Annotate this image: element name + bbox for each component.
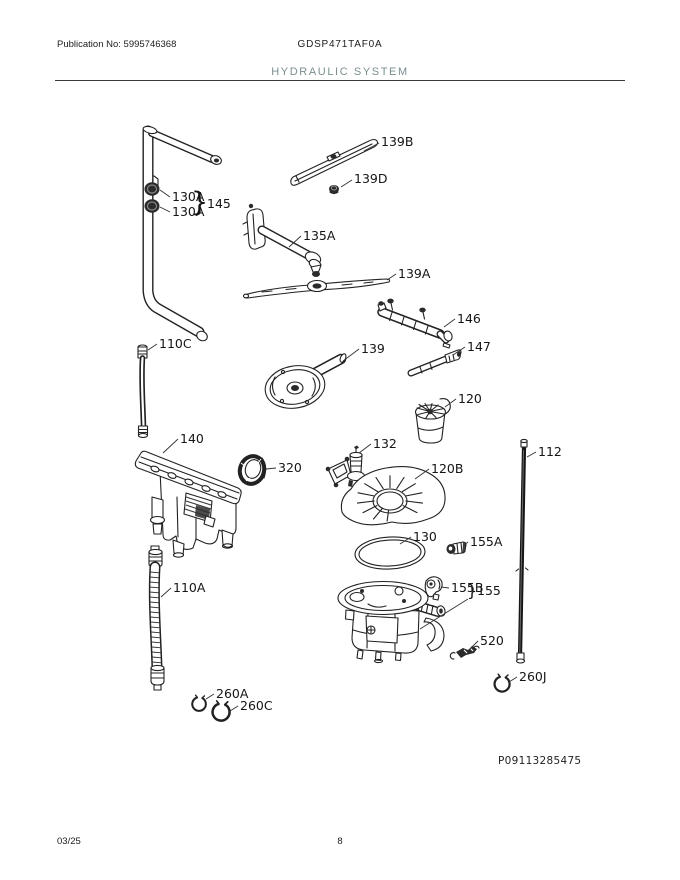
label-155: 155 bbox=[477, 583, 501, 598]
label-139: 139 bbox=[361, 341, 385, 356]
leader-110c bbox=[147, 343, 158, 351]
brace-145: } bbox=[191, 187, 208, 218]
leader-155a bbox=[462, 541, 469, 547]
label-140: 140 bbox=[180, 431, 204, 446]
footer-date: 03/25 bbox=[57, 836, 81, 847]
label-139d: 139D bbox=[354, 171, 387, 186]
label-145: 145 bbox=[207, 196, 231, 211]
section-title: HYDRAULIC SYSTEM bbox=[271, 66, 409, 78]
part-135a-feed-tube bbox=[242, 203, 322, 277]
label-155a: 155A bbox=[470, 534, 503, 549]
part-147-tube bbox=[407, 349, 462, 377]
leader-260c bbox=[229, 705, 239, 712]
leader-320 bbox=[265, 467, 277, 470]
part-120b-filter-plate bbox=[340, 466, 446, 526]
part-155a-fitting bbox=[446, 541, 467, 555]
part-130-gasket bbox=[354, 536, 426, 570]
label-139a: 139A bbox=[398, 266, 431, 281]
leader-130a-upper bbox=[159, 189, 171, 198]
label-146: 146 bbox=[457, 311, 481, 326]
brace-155: } bbox=[467, 581, 477, 600]
part-155b-fitting bbox=[424, 576, 443, 601]
leader-135a bbox=[288, 235, 302, 248]
part-145-upper-feed-tube bbox=[142, 125, 222, 342]
label-130a-upper: 130A bbox=[172, 189, 205, 204]
label-260c: 260C bbox=[240, 698, 273, 713]
leader-147 bbox=[452, 346, 466, 356]
part-146-tube-assembly bbox=[377, 298, 453, 349]
leader-139b bbox=[363, 142, 380, 152]
leader-260j bbox=[508, 676, 518, 683]
leader-155-group bbox=[419, 598, 469, 630]
leader-139d bbox=[340, 179, 353, 188]
part-260a-clamp bbox=[191, 694, 207, 712]
label-320: 320 bbox=[278, 460, 302, 475]
part-320-seal-ring bbox=[237, 454, 267, 486]
part-260j-clamp bbox=[493, 673, 511, 693]
label-120: 120 bbox=[458, 391, 482, 406]
part-139b-spray-rail bbox=[290, 138, 379, 186]
part-139d-cap bbox=[329, 185, 339, 195]
leader-146 bbox=[443, 318, 456, 328]
header-rule bbox=[55, 80, 625, 81]
leader-139a bbox=[386, 273, 397, 281]
leader-155b bbox=[440, 586, 450, 589]
part-139-spray-support bbox=[264, 353, 347, 409]
leader-139 bbox=[342, 348, 360, 362]
part-260c-clamp bbox=[211, 699, 231, 722]
leader-132 bbox=[358, 443, 372, 454]
label-120b: 120B bbox=[431, 461, 463, 476]
leader-120 bbox=[444, 398, 457, 408]
footer-page-number: 8 bbox=[337, 836, 343, 847]
leader-120b bbox=[414, 468, 430, 480]
part-132-valve bbox=[325, 445, 366, 488]
label-130: 130 bbox=[413, 529, 437, 544]
model-number: GDSP471TAF0A bbox=[297, 39, 383, 50]
label-110c: 110C bbox=[159, 336, 192, 351]
label-520: 520 bbox=[480, 633, 504, 648]
part-120-filter-cup bbox=[414, 398, 451, 444]
part-110c-hose bbox=[137, 344, 149, 439]
watermark-code: P09113285475 bbox=[498, 755, 581, 767]
leader-130 bbox=[399, 536, 412, 545]
label-135a: 135A bbox=[303, 228, 336, 243]
label-139b: 139B bbox=[381, 134, 413, 149]
label-112: 112 bbox=[538, 444, 562, 459]
publication-number: Publication No: 5995746368 bbox=[57, 39, 177, 50]
leader-520 bbox=[469, 640, 479, 650]
label-155b: 155B bbox=[451, 580, 483, 595]
part-139a-lower-spray-arm bbox=[242, 278, 391, 299]
label-260a: 260A bbox=[216, 686, 249, 701]
part-520-clip bbox=[449, 645, 480, 660]
label-110a: 110A bbox=[173, 580, 206, 595]
part-140-inlet-assembly bbox=[134, 450, 242, 558]
label-260j: 260J bbox=[519, 669, 547, 684]
label-147: 147 bbox=[467, 339, 491, 354]
leader-260a bbox=[205, 693, 215, 700]
label-130a-lower: 130A bbox=[172, 204, 205, 219]
part-112-drain-tube bbox=[515, 438, 529, 664]
part-155-sump-assembly bbox=[337, 580, 446, 664]
leader-140 bbox=[162, 438, 179, 454]
leader-110a bbox=[160, 587, 172, 598]
label-132: 132 bbox=[373, 436, 397, 451]
part-110a-drain-hose bbox=[148, 545, 165, 691]
leader-130a-lower bbox=[159, 206, 171, 213]
leader-112 bbox=[526, 451, 537, 458]
